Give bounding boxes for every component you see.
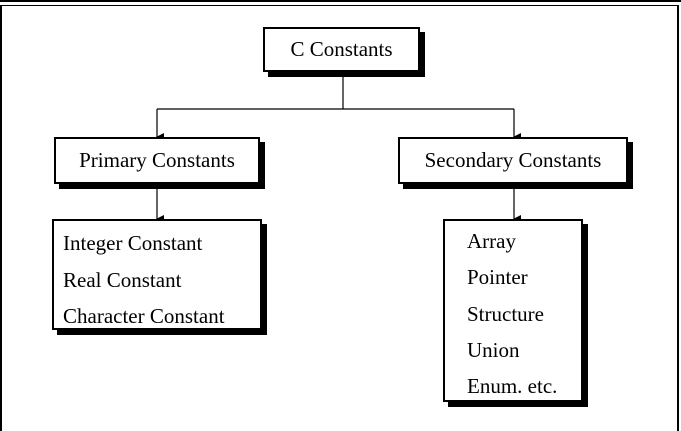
primary-constants-label: Primary Constants [79,148,235,172]
list-item: Enum. etc. [467,374,558,399]
primary-types-box: Integer Constant Real Constant Character… [52,219,262,330]
list-item: Real Constant [63,267,182,292]
list-item: Integer Constant [63,231,203,255]
secondary-constants-box: Secondary Constants [398,137,628,184]
secondary-types-list: Array Pointer Structure Union Enum. etc. [467,227,557,408]
diagram-frame [0,5,679,431]
list-item: Structure [467,301,544,326]
primary-types-list: Integer Constant Real Constant Character… [63,229,225,339]
root-node-box: C Constants [263,27,420,72]
list-item: Array [467,229,516,253]
secondary-types-box: Array Pointer Structure Union Enum. etc. [443,219,583,402]
primary-constants-box: Primary Constants [54,137,260,184]
list-item: Pointer [467,265,528,290]
frame-top-border [0,0,681,2]
secondary-constants-label: Secondary Constants [424,148,602,172]
list-item: Union [467,337,520,362]
list-item: Character Constant [63,304,225,328]
root-node-label: C Constants [290,37,393,61]
